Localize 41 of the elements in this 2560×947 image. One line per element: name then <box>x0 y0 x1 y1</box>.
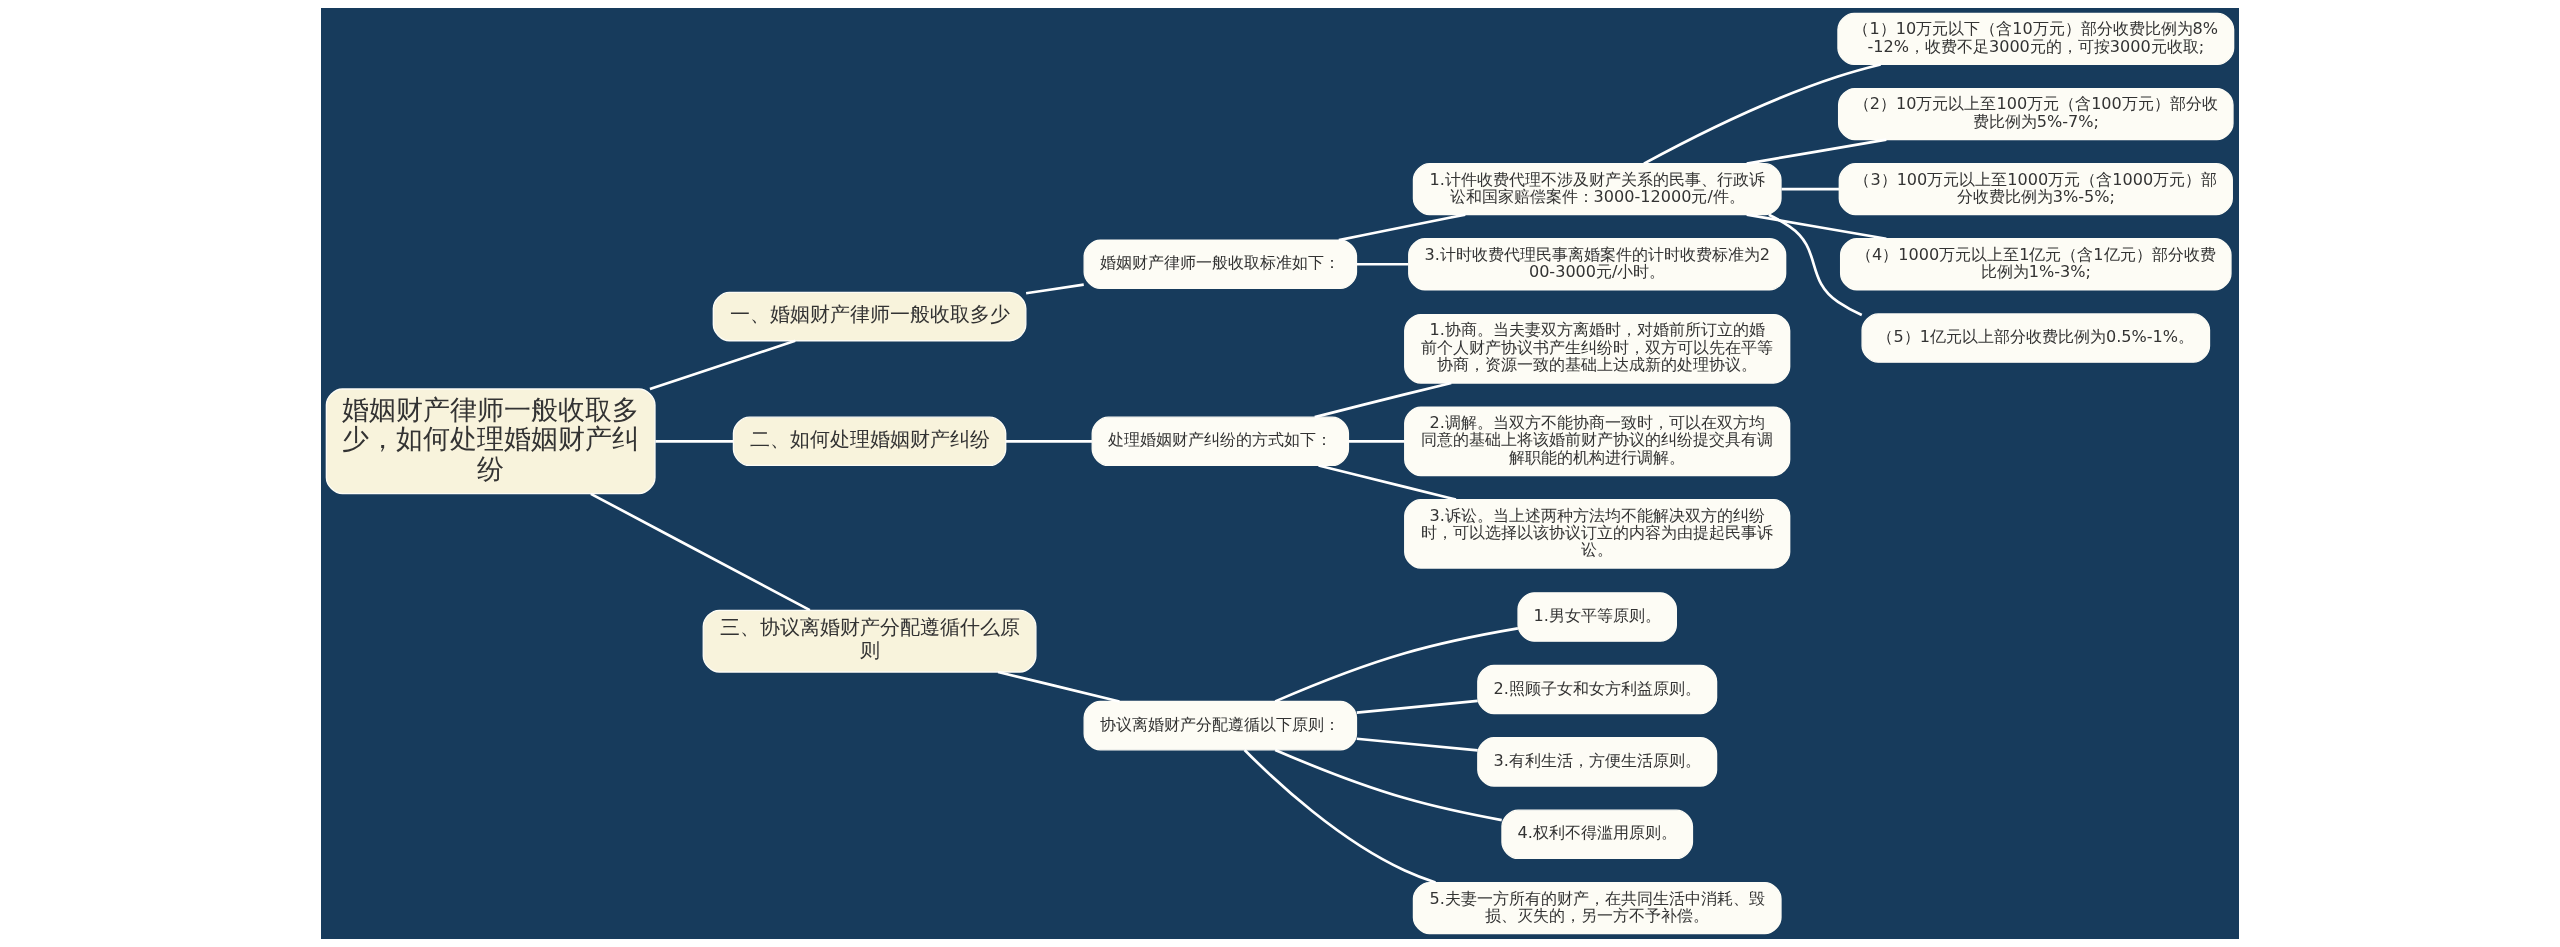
node-box: 4.权利不得滥用原则。 <box>1501 809 1694 860</box>
node-box: 3.诉讼。当上述两种方法均不能解决双方的纠纷时，可以选择以该协议订立的内容为由提起民事诉讼。 <box>1404 498 1791 569</box>
node-box: 婚姻财产律师一般收取标准如下： <box>1083 239 1358 290</box>
node-box: 1.计件收费代理不涉及财产关系的民事、行政诉讼和国家赔偿案件：3000-12000元/件。 <box>1412 163 1782 216</box>
node-box: 三、协议离婚财产分配遵循什么原则 <box>702 609 1037 673</box>
node-box: （2）10万元以上至100万元（含100万元）部分收费比例为5%-7%; <box>1837 87 2234 141</box>
connector <box>1243 749 1436 884</box>
node-box: （3）100万元以上至1000万元（含1000万元）部分收费比例为3%-5%; <box>1838 163 2233 216</box>
node-box: 1.男女平等原则。 <box>1517 592 1677 642</box>
connector <box>1314 381 1452 419</box>
connector <box>1348 439 1405 443</box>
connector <box>1356 262 1409 266</box>
node-box: 婚姻财产律师一般收取多少，如何处理婚姻财产纠纷 <box>325 388 656 495</box>
connector <box>997 670 1120 703</box>
connector <box>1274 627 1519 703</box>
connector <box>1356 737 1478 752</box>
connector <box>1746 213 1887 241</box>
node-box: 2.照顾子女和女方利益原则。 <box>1477 664 1718 715</box>
node-box: 2.调解。当双方不能协商一致时，可以在双方均同意的基础上将该婚前财产协议的纠纷提交具有调解职能的机构进行调解。 <box>1404 406 1791 477</box>
node-box: （1）10万元以下（含10万元）部分收费比例为8%-12%，收费不足3000元的，可按3000元收取; <box>1837 12 2235 66</box>
node-box: 协议离婚财产分配遵循以下原则： <box>1083 700 1358 751</box>
node-box: 1.协商。当夫妻双方离婚时，对婚前所订立的婚前个人财产协议书产生纠纷时，双方可以先在平等协商，资源一致的基础上达成新的处理协议。 <box>1404 313 1791 384</box>
node-box: 5.夫妻一方所有的财产，在共同生活中消耗、毁损、灭失的，另一方不予补偿。 <box>1412 881 1782 935</box>
connector <box>1274 748 1502 822</box>
connector <box>649 339 796 391</box>
node-box: 二、如何处理婚姻财产纠纷 <box>732 416 1007 467</box>
node-box: 处理婚姻财产纠纷的方式如下： <box>1091 416 1350 467</box>
connector <box>1781 187 1839 191</box>
connector <box>655 439 734 443</box>
connector <box>1746 138 1887 165</box>
node-box: 一、婚姻财产律师一般收取多少 <box>712 291 1027 342</box>
node-box: （4）1000万元以上至1亿元（含1亿元）部分收费比例为1%-3%; <box>1840 238 2232 291</box>
node-box: 3.计时收费代理民事离婚案件的计时收费标准为200-3000元/小时。 <box>1408 238 1787 291</box>
connector <box>1768 213 1863 317</box>
connector <box>1025 283 1084 295</box>
connector <box>1643 63 1881 165</box>
node-box: （5）1亿元以上部分收费比例为0.5%-1%。 <box>1861 313 2211 363</box>
node-box: 3.有利生活，方便生活原则。 <box>1477 737 1718 787</box>
connector <box>1356 699 1478 714</box>
connector <box>590 492 811 612</box>
connector <box>1006 439 1092 443</box>
